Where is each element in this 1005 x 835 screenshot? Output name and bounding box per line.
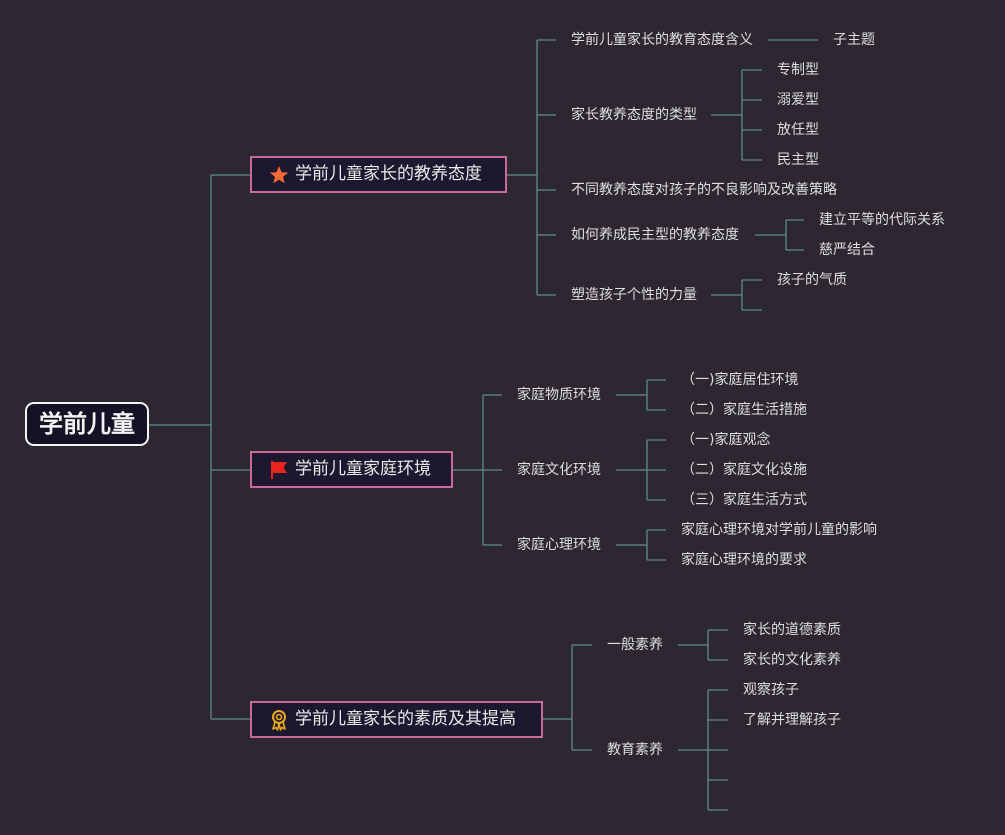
- connector-b2-3: [616, 529, 666, 561]
- subtopic-authoritarian[interactable]: 专制型: [777, 62, 819, 78]
- topic-attitude-types[interactable]: 家长教养态度的类型: [571, 107, 697, 123]
- connector-branch-2: [452, 394, 502, 546]
- root-node[interactable]: 学前儿童: [25, 402, 149, 446]
- subtopic-kind-strict[interactable]: 慈严结合: [819, 242, 875, 258]
- branch-label: 学前儿童家庭环境: [295, 459, 431, 479]
- subtopic-living-measures[interactable]: （二）家庭生活措施: [681, 402, 807, 418]
- subtopic-living-environment[interactable]: （一)家庭居住环境: [681, 372, 799, 388]
- connector-branch-1: [506, 39, 556, 296]
- topic-general-quality[interactable]: 一般素养: [607, 637, 663, 653]
- branch-label: 学前儿童家长的素质及其提高: [295, 709, 516, 729]
- subtopic-equal-relation[interactable]: 建立平等的代际关系: [819, 212, 945, 228]
- subtopic-democratic[interactable]: 民主型: [777, 152, 819, 168]
- branch-label: 学前儿童家长的教养态度: [295, 164, 482, 184]
- subtopic-permissive[interactable]: 放任型: [777, 122, 819, 138]
- star-icon: [268, 164, 290, 186]
- connector-b3-1: [678, 629, 728, 661]
- connector-branch-3: [542, 644, 592, 751]
- connector-b1-2: [711, 69, 762, 161]
- topic-democratic-attitude[interactable]: 如何养成民主型的教养态度: [571, 227, 739, 243]
- topic-physical-environment[interactable]: 家庭物质环境: [517, 387, 601, 403]
- connector-b3-2: [678, 689, 728, 811]
- branch-node-parent-quality[interactable]: 学前儿童家长的素质及其提高: [250, 701, 543, 738]
- subtopic-lifestyle[interactable]: （三）家庭生活方式: [681, 492, 807, 508]
- branch-node-parenting-attitude[interactable]: 学前儿童家长的教养态度: [250, 156, 507, 193]
- subtopic-placeholder[interactable]: 子主题: [833, 32, 875, 48]
- subtopic-psych-requirements[interactable]: 家庭心理环境的要求: [681, 552, 807, 568]
- connector-b2-2: [616, 439, 666, 501]
- connector-b1-4: [755, 219, 804, 251]
- topic-cultural-environment[interactable]: 家庭文化环境: [517, 462, 601, 478]
- subtopic-understand-child[interactable]: 了解并理解孩子: [743, 712, 841, 728]
- subtopic-moral-quality[interactable]: 家长的道德素质: [743, 622, 841, 638]
- topic-psychological-environment[interactable]: 家庭心理环境: [517, 537, 601, 553]
- connector-root: [149, 174, 251, 720]
- subtopic-family-values[interactable]: （一)家庭观念: [681, 432, 771, 448]
- topic-negative-effects[interactable]: 不同教养态度对孩子的不良影响及改善策略: [571, 182, 837, 198]
- branch-node-family-environment[interactable]: 学前儿童家庭环境: [250, 451, 453, 488]
- connector-b1-5: [711, 279, 762, 311]
- red-flag-icon: [268, 459, 290, 481]
- topic-attitude-meaning[interactable]: 学前儿童家长的教育态度含义: [571, 32, 753, 48]
- connector-b2-1: [616, 379, 666, 411]
- subtopic-temperament[interactable]: 孩子的气质: [777, 272, 847, 288]
- subtopic-cultural-facilities[interactable]: （二）家庭文化设施: [681, 462, 807, 478]
- topic-personality-forces[interactable]: 塑造孩子个性的力量: [571, 287, 697, 303]
- subtopic-indulgent[interactable]: 溺爱型: [777, 92, 819, 108]
- subtopic-observe-child[interactable]: 观察孩子: [743, 682, 799, 698]
- subtopic-cultural-quality[interactable]: 家长的文化素养: [743, 652, 841, 668]
- topic-educational-quality[interactable]: 教育素养: [607, 742, 663, 758]
- award-ribbon-icon: [268, 709, 290, 731]
- subtopic-psych-influence[interactable]: 家庭心理环境对学前儿童的影响: [681, 522, 877, 538]
